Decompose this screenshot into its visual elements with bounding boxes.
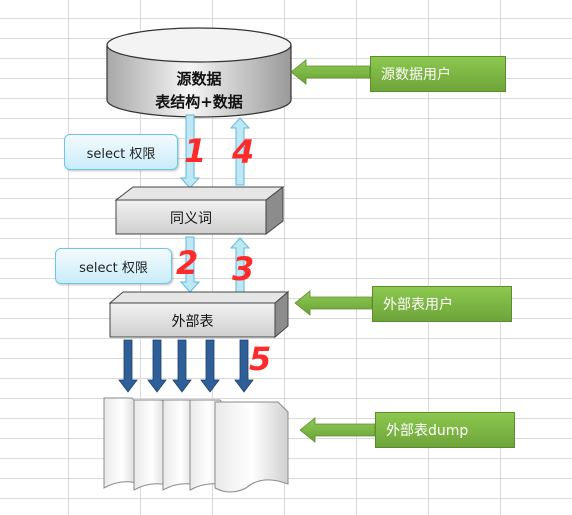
source-db-title: 源数据 bbox=[176, 70, 222, 88]
dump-files-stack bbox=[103, 397, 289, 493]
synonym-box bbox=[114, 185, 285, 236]
green-arrow-source-user bbox=[290, 59, 371, 85]
external-dump-label: 外部表dump bbox=[375, 412, 515, 448]
source-database-cylinder bbox=[106, 27, 292, 118]
source-user-label: 源数据用户 bbox=[370, 56, 506, 92]
green-arrow-external-dump bbox=[299, 417, 376, 443]
synonym-label: 同义词 bbox=[170, 211, 212, 227]
source-user-text: 源数据用户 bbox=[381, 67, 451, 83]
external-user-label: 外部表用户 bbox=[372, 286, 512, 322]
step-number-5: 5 bbox=[249, 340, 272, 378]
step-number-3: 3 bbox=[232, 250, 255, 288]
callout-text: select 权限 bbox=[86, 146, 156, 162]
arrow-down-step1 bbox=[179, 114, 201, 189]
external-table-label: 外部表 bbox=[171, 314, 214, 330]
external-table-box bbox=[108, 290, 290, 339]
external-user-text: 外部表用户 bbox=[383, 297, 453, 313]
select-permission-callout-1: select 权限 bbox=[64, 134, 178, 170]
arrow-up-step4 bbox=[229, 117, 251, 186]
dump-arrows bbox=[118, 339, 254, 393]
external-dump-text: 外部表dump bbox=[386, 423, 469, 439]
step-number-1: 1 bbox=[184, 132, 207, 170]
callout-text: select 权限 bbox=[79, 260, 148, 276]
source-db-subtitle: 表结构+数据 bbox=[155, 93, 243, 111]
arrow-down-step2 bbox=[179, 236, 201, 293]
step-number-2: 2 bbox=[176, 244, 199, 282]
select-permission-callout-2: select 权限 bbox=[55, 248, 172, 284]
green-arrow-external-user bbox=[294, 290, 373, 316]
arrow-up-step3 bbox=[229, 237, 251, 293]
step-number-4: 4 bbox=[232, 133, 255, 171]
